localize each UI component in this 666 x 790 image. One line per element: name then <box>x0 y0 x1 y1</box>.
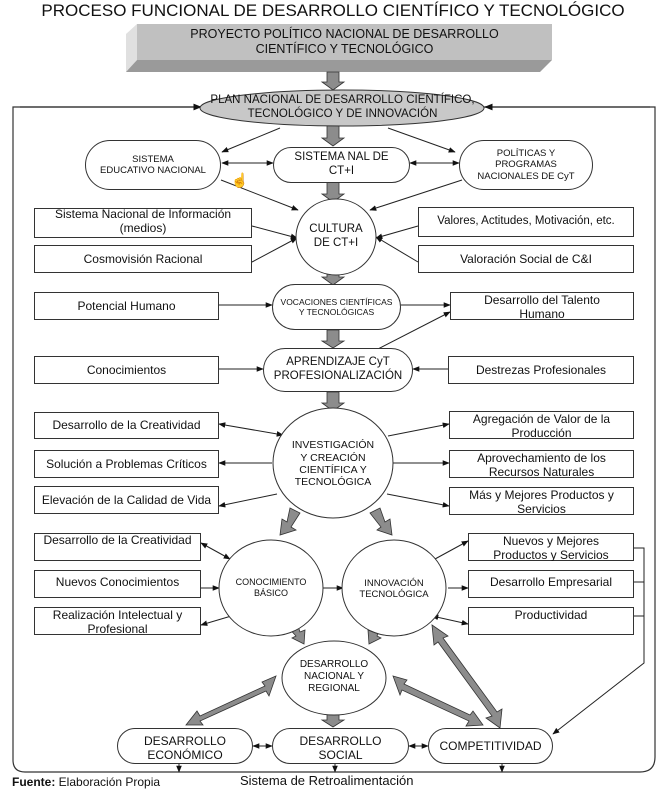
cultura-circle <box>295 198 377 276</box>
nacional-circle <box>281 640 387 716</box>
page-title: PROCESO FUNCIONAL DE DESARROLLO CIENTÍFI… <box>41 1 625 20</box>
box-creatividad-2: Desarrollo de la Creatividad <box>34 533 201 561</box>
node-aprendizaje: APRENDIZAJE CyT PROFESIONALIZACIÓN <box>263 348 413 392</box>
box-problemas-label: Solución a Problemas Críticos <box>46 456 207 471</box>
box-productos-2-label: Nuevos y Mejores Productos y Servicios <box>493 535 609 561</box>
hand-cursor-icon: ☝ <box>231 172 249 188</box>
node-sistema-nal: SISTEMA NAL DE CT+I <box>273 147 410 183</box>
box-calidad-vida: Elevación de la Calidad de Vida <box>34 486 219 514</box>
node-sistema-educativo: SISTEMA EDUCATIVO NACIONAL <box>85 140 221 190</box>
double-arrow-innovacion-competitividad <box>431 624 503 729</box>
box-empresarial: Desarrollo Empresarial <box>468 570 634 598</box>
box-productos-2: Nuevos y Mejores Productos y Servicios <box>468 533 634 561</box>
node-sistema-educativo-label: SISTEMA EDUCATIVO NACIONAL <box>100 153 206 176</box>
basico-circle <box>218 539 324 637</box>
box-productos-1: Más y Mejores Productos y Servicios <box>449 487 634 515</box>
box-talento-label: Desarrollo del Talento Humano <box>484 294 600 320</box>
node-aprendizaje-label: APRENDIZAJE CyT PROFESIONALIZACIÓN <box>273 356 403 382</box>
investigacion-circle <box>272 407 394 519</box>
box-talento: Desarrollo del Talento Humano <box>450 292 634 320</box>
box-valores: Valores, Actitudes, Motivación, etc. <box>418 207 634 237</box>
box-destrezas-label: Destrezas Profesionales <box>475 362 607 377</box>
source-value: Elaboración Propia <box>55 775 161 789</box>
node-politicas: POLÍTICAS Y PROGRAMAS NACIONALES DE CyT <box>459 140 593 190</box>
box-cosmovision: Cosmovisión Racional <box>34 245 252 273</box>
cultura-label: CULTURA DE CT+I <box>309 223 363 249</box>
node-vocaciones: VOCACIONES CIENTÍFICAS Y TECNOLÓGICAS <box>272 284 401 330</box>
box-conocimientos-label: Conocimientos <box>86 362 167 377</box>
block-arrow-vocaciones-aprendizaje <box>320 329 346 349</box>
box-empresarial-label: Desarrollo Empresarial <box>489 574 613 589</box>
box-creatividad-1: Desarrollo de la Creatividad <box>34 412 219 439</box>
block-arrow-investigacion-innovacion <box>369 507 393 536</box>
box-realizacion-label: Realización Intelectual y Profesional <box>52 609 183 635</box>
node-desarrollo-social: DESARROLLO SOCIAL <box>272 728 409 764</box>
feedback-label: Sistema de Retroalimentación <box>240 773 414 788</box>
box-conocimientos: Conocimientos <box>34 356 219 384</box>
box-productividad: Productividad <box>468 607 634 635</box>
box-valor-produccion: Agregación de Valor de la Producción <box>449 411 634 439</box>
box-problemas: Solución a Problemas Críticos <box>34 450 219 478</box>
box-calidad-vida-label: Elevación de la Calidad de Vida <box>41 492 212 507</box>
box-valor-produccion-label: Agregación de Valor de la Producción <box>472 413 611 439</box>
box-productos-1-label: Más y Mejores Productos y Servicios <box>469 489 614 515</box>
investigacion-label: INVESTIGACIÓN Y CREACIÓN CIENTÍFICA Y TE… <box>291 439 375 489</box>
box-sistema-informacion-label: Sistema Nacional de Información (medios) <box>54 207 232 235</box>
double-arrow-nacional-economico <box>185 675 277 726</box>
box-creatividad-1-label: Desarrollo de la Creatividad <box>52 418 201 433</box>
plan-label: PLAN NACIONAL DE DESARROLLO CIENTÍFICO, … <box>210 94 475 120</box>
box-creatividad-2-label: Desarrollo de la Creatividad <box>43 532 192 547</box>
block-arrow-sistema-cultura <box>320 181 346 203</box>
node-politicas-label: POLÍTICAS Y PROGRAMAS NACIONALES DE CyT <box>477 148 575 182</box>
box-valores-label: Valores, Actitudes, Motivación, etc. <box>437 215 615 228</box>
box-realizacion: Realización Intelectual y Profesional <box>34 607 201 635</box>
node-competitividad: COMPETITIVIDAD <box>428 728 553 764</box>
node-desarrollo-economico-label: DESARROLLO ECONÓMICO <box>143 733 227 762</box>
box-productividad-label: Productividad <box>514 607 588 622</box>
node-desarrollo-economico: DESARROLLO ECONÓMICO <box>117 728 253 764</box>
box-sistema-informacion: Sistema Nacional de Información (medios) <box>34 207 252 238</box>
box-destrezas: Destrezas Profesionales <box>448 356 634 384</box>
plan-ellipse <box>199 89 485 127</box>
innovacion-circle <box>341 539 447 637</box>
box-nuevos-conocimientos-label: Nuevos Conocimientos <box>55 574 180 589</box>
innovacion-label: INNOVACIÓN TECNOLÓGICA <box>359 577 429 600</box>
banner-shape <box>126 24 552 72</box>
box-valoracion: Valoración Social de C&I <box>418 245 634 273</box>
block-arrow-aprendizaje-investigacion <box>320 391 346 412</box>
block-arrow-banner-plan <box>320 71 346 91</box>
node-sistema-nal-label: SISTEMA NAL DE CT+I <box>294 151 389 177</box>
box-recursos-label: Aprovechamiento de los Recursos Naturale… <box>477 452 606 478</box>
box-potencial-label: Potencial Humano <box>77 298 176 313</box>
box-valoracion-label: Valoración Social de C&I <box>460 251 592 266</box>
node-desarrollo-social-label: DESARROLLO SOCIAL <box>299 733 382 762</box>
double-arrow-nacional-competitividad <box>392 675 484 727</box>
block-arrow-investigacion-basico <box>279 507 301 536</box>
basico-label: CONOCIMIENTO BÁSICO <box>235 577 307 598</box>
source-note: Fuente: Elaboración Propia <box>12 775 160 789</box>
banner-label: PROYECTO POLÍTICO NACIONAL DE DESARROLLO… <box>190 27 499 56</box>
block-arrow-plan-sistema <box>320 124 346 147</box>
box-nuevos-conocimientos: Nuevos Conocimientos <box>34 570 201 598</box>
box-cosmovision-label: Cosmovisión Racional <box>83 251 203 266</box>
nacional-label: DESARROLLO NACIONAL Y REGIONAL <box>299 659 369 694</box>
node-competitividad-label: COMPETITIVIDAD <box>439 738 542 753</box>
node-vocaciones-label: VOCACIONES CIENTÍFICAS Y TECNOLÓGICAS <box>280 296 393 317</box>
connectors <box>176 127 645 773</box>
box-potencial: Potencial Humano <box>34 292 219 320</box>
box-recursos: Aprovechamiento de los Recursos Naturale… <box>449 450 634 478</box>
source-label: Fuente: <box>12 775 56 789</box>
